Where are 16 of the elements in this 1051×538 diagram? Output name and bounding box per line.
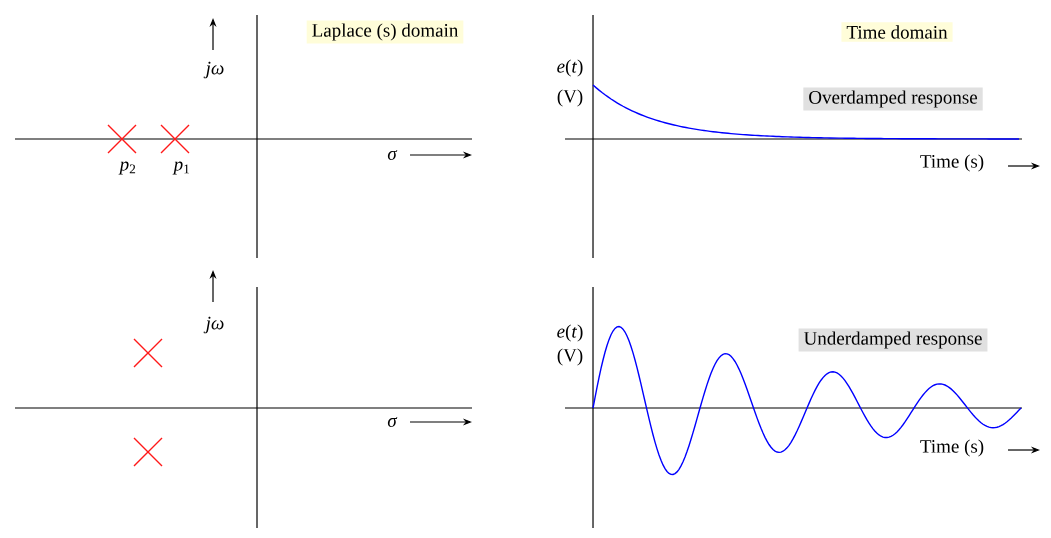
unit-label: (V) bbox=[557, 89, 583, 107]
text-highlight-box: Underdamped response bbox=[798, 328, 988, 352]
text-highlight-box: Time domain bbox=[841, 22, 953, 42]
axis-label: σ bbox=[387, 150, 398, 160]
axis-label: jω bbox=[203, 316, 224, 334]
text-highlight-box: Laplace (s) domain bbox=[306, 20, 464, 44]
text-highlight-box: Overdamped response bbox=[803, 87, 983, 111]
axis-label: e(t) bbox=[557, 324, 583, 342]
axis-label: jω bbox=[203, 61, 224, 79]
axis-label: Time (s) bbox=[920, 439, 984, 457]
axis-label: e(t) bbox=[557, 59, 583, 77]
pole-label: p$_{2}$ bbox=[118, 161, 136, 175]
unit-label: (V) bbox=[557, 348, 583, 366]
pole-label: p$_{1}$ bbox=[172, 161, 190, 175]
axis-label: σ bbox=[387, 417, 398, 427]
axis-label: Time (s) bbox=[920, 154, 984, 172]
